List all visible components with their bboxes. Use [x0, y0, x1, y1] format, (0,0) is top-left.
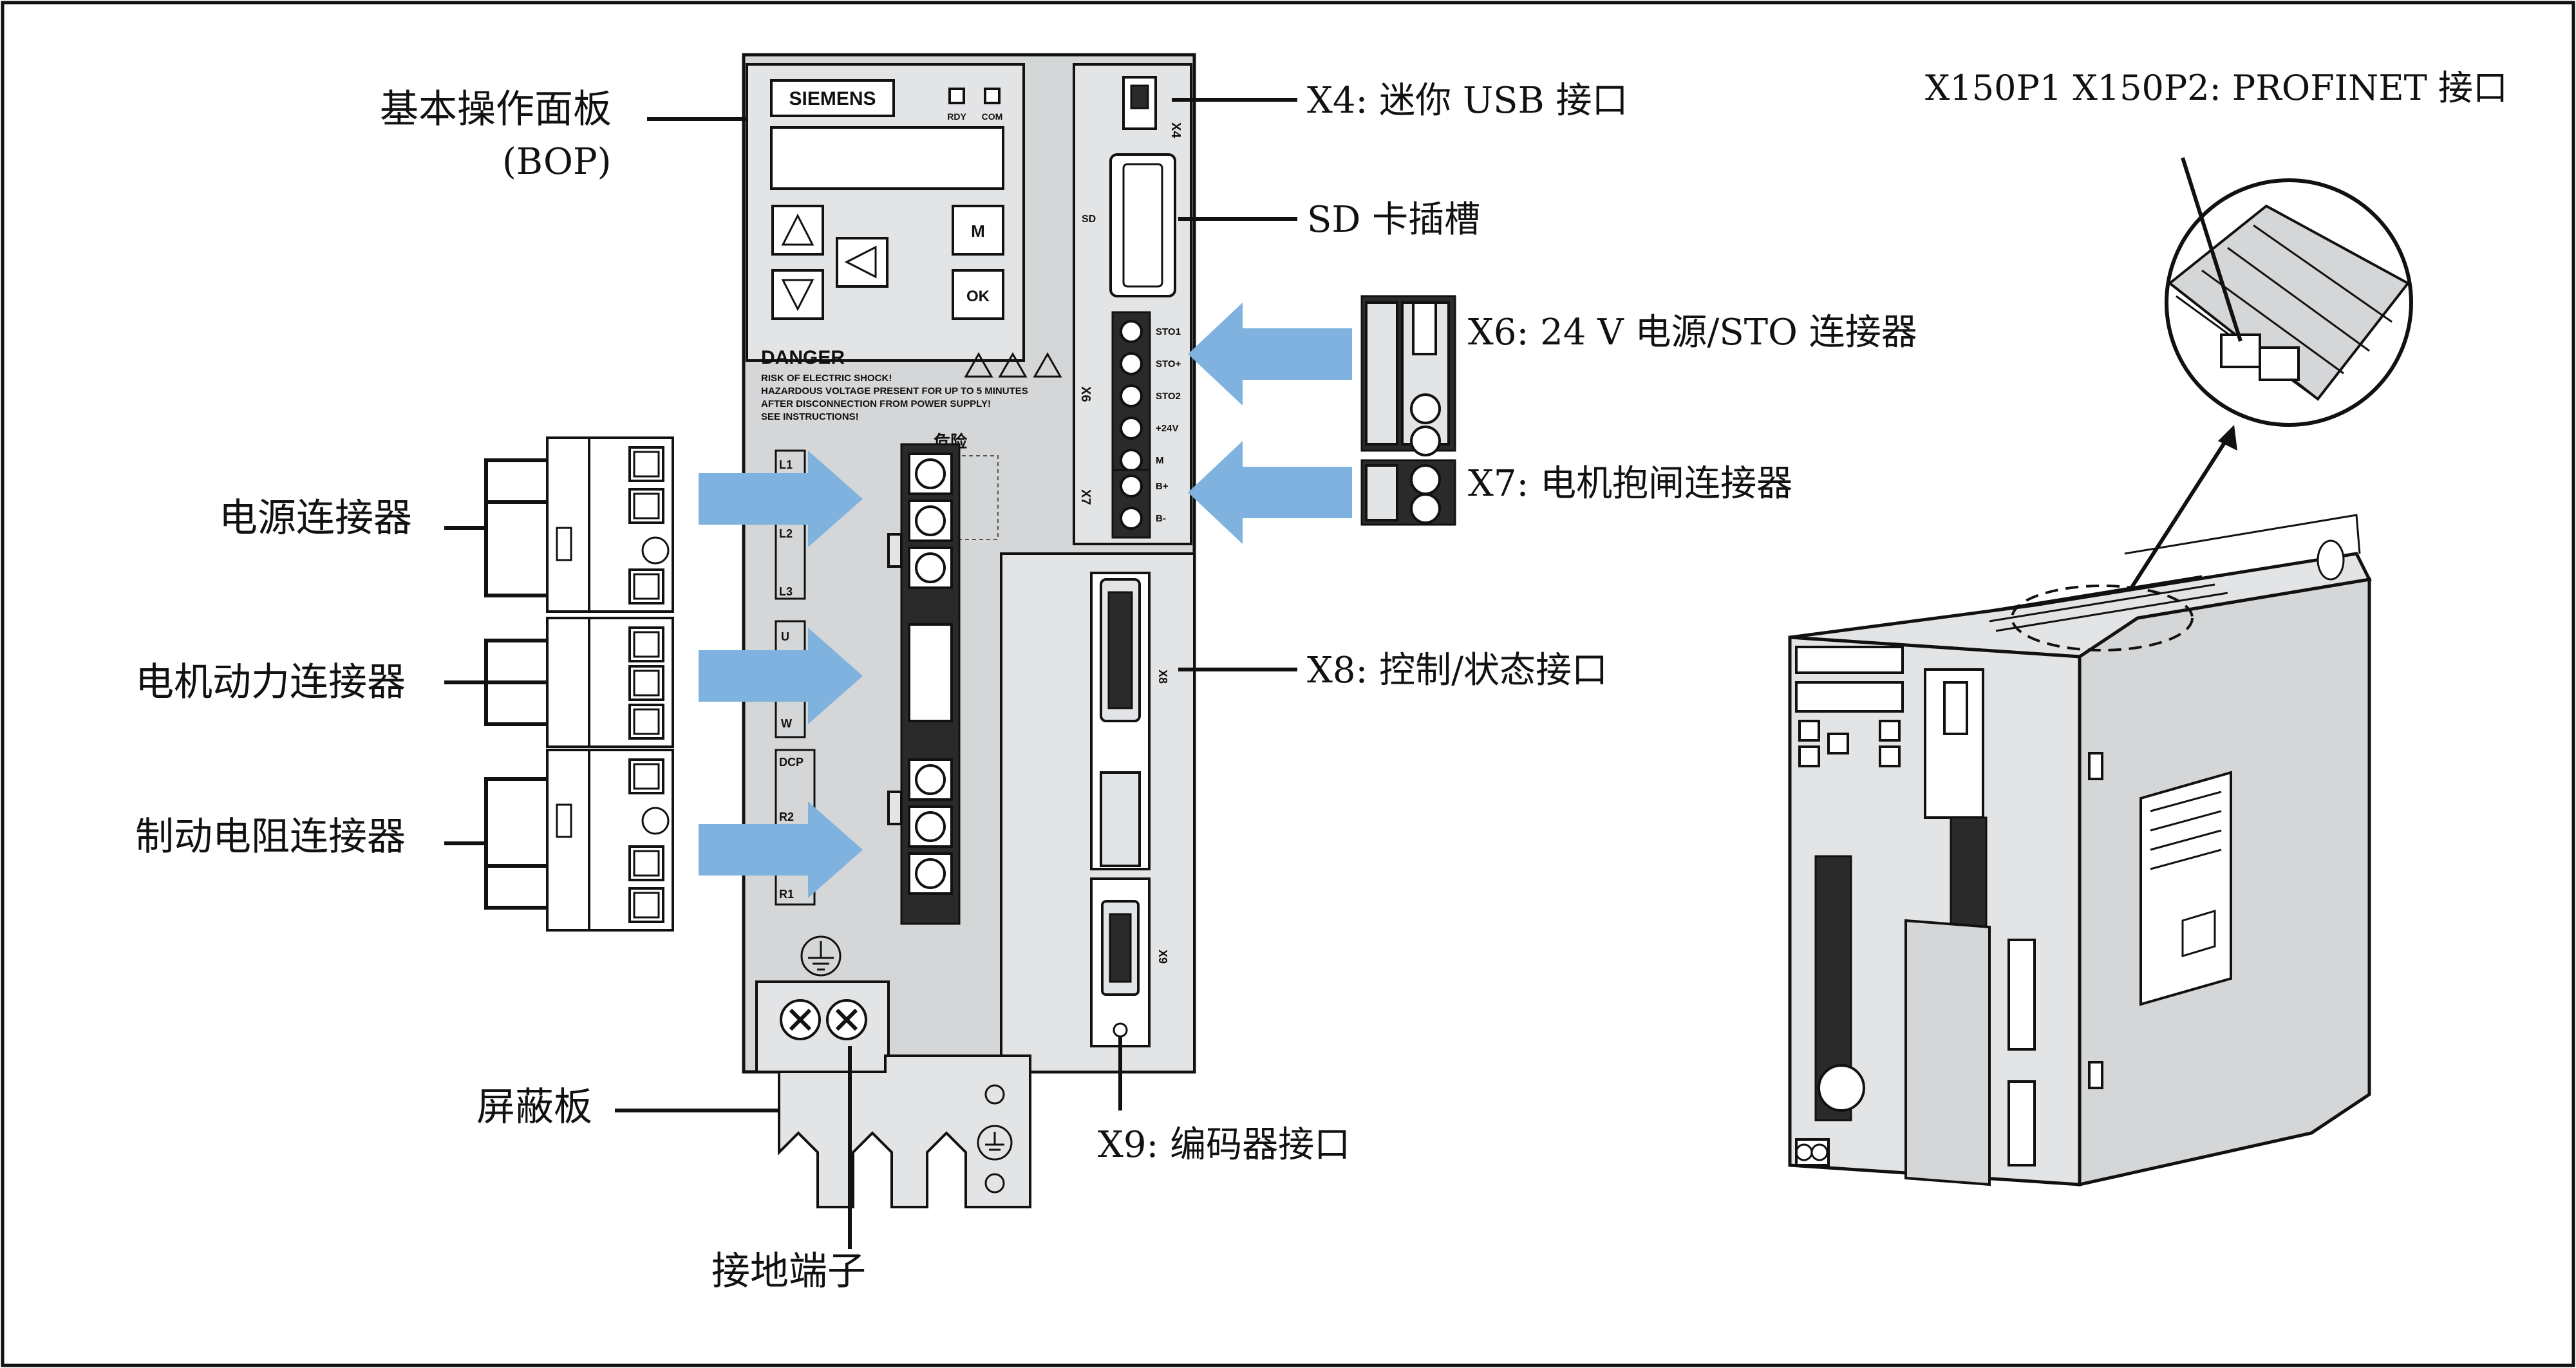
up-arrow-icon: [781, 213, 814, 246]
callout-brake-resistor: 制动电阻连接器: [135, 814, 406, 859]
x8-port-label: X8: [1156, 670, 1169, 684]
caution-icon: [1033, 351, 1062, 378]
brand-logo: SIEMENS: [789, 88, 876, 109]
danger-title: DANGER: [761, 347, 845, 368]
callout-motor: 电机动力连接器: [135, 660, 406, 705]
hot-surface-icon: [998, 351, 1028, 378]
term-r1: R1: [779, 888, 794, 901]
term-w: W: [781, 717, 792, 730]
profinet-zoom-circle: [2165, 178, 2413, 427]
danger-line-4: SEE INSTRUCTIONS!: [761, 411, 859, 422]
down-arrow-icon: [781, 279, 814, 312]
term-r2: R2: [779, 810, 794, 823]
x6-pin-sto-plus: STO+: [1156, 359, 1181, 370]
callout-x7: X7: 电机抱闸连接器: [1468, 463, 1792, 505]
drive-isometric-view: [1788, 157, 2413, 1187]
iso-display: [1795, 681, 1904, 713]
callout-power: 电源连接器: [219, 496, 412, 541]
x150p2-port[interactable]: [2259, 346, 2300, 381]
insert-arrows-right: [1188, 303, 1352, 544]
rating-plate: [2139, 771, 2232, 1006]
x9-port-label: X9: [1156, 950, 1169, 964]
term-dcp: DCP: [779, 756, 804, 769]
leader-lines: [615, 98, 1297, 1249]
drive-front-view: SIEMENS RDY COM M OK DANGER RISK OF ELEC…: [742, 53, 1196, 1208]
left-brackets: [444, 458, 547, 910]
callout-bop: 基本操作面板: [380, 87, 612, 132]
x7-pin-b-plus: B+: [1156, 481, 1169, 492]
up-button[interactable]: [771, 205, 824, 256]
brake-resistor-connector-plug: [546, 749, 674, 932]
danger-line-2: HAZARDOUS VOLTAGE PRESENT FOR UP TO 5 MI…: [761, 386, 1028, 397]
term-l2: L2: [779, 527, 793, 540]
m-button-label: M: [971, 221, 985, 241]
power-connector-plug: [546, 436, 674, 613]
m-button[interactable]: [952, 205, 1004, 256]
danger-cn-text-block: [933, 455, 999, 540]
callout-profinet: X150P1 X150P2: PROFINET 接口: [1925, 68, 2508, 108]
term-l3: L3: [779, 585, 793, 598]
warning-triangle-icon: [964, 351, 993, 378]
x7-plug: [1360, 459, 1456, 526]
led-com-label: COM: [982, 111, 1003, 122]
lower-right-ports: X8 X9: [1090, 572, 1169, 1047]
shield-plate: [755, 980, 1031, 1208]
callout-labels: 基本操作面板 (BOP) X4: 迷你 USB 接口 SD 卡插槽 X6: 24…: [135, 68, 2508, 1294]
bop-panel: SIEMENS RDY COM M OK: [746, 63, 1025, 362]
arrow-x6-icon: [1188, 303, 1352, 406]
danger-label: DANGER RISK OF ELECTRIC SHOCK! HAZARDOUS…: [761, 347, 1062, 540]
sd-slot-label: SD: [1082, 214, 1096, 225]
callout-sd: SD 卡插槽: [1307, 199, 1480, 241]
x6-plug: [1360, 295, 1456, 456]
x6-pin-24v: +24V: [1156, 423, 1178, 434]
callout-bop-abbr: (BOP): [502, 141, 611, 183]
arrow-x7-icon: [1188, 441, 1352, 544]
led-rdy: [948, 88, 965, 104]
arrow-brake-icon: [699, 801, 863, 898]
term-l1: L1: [779, 458, 793, 471]
term-u: U: [781, 630, 789, 643]
callout-ground: 接地端子: [711, 1249, 866, 1294]
insert-arrows-left: [699, 451, 863, 898]
x6-port-label: X6: [1078, 386, 1093, 402]
sd-card-slot[interactable]: [1109, 153, 1176, 297]
upper-right-ports: X4 SD STO1 STO+ STO2 +24V M X6 B+ B- X7: [1073, 63, 1192, 545]
x6-pin-sto1: STO1: [1156, 326, 1181, 337]
bop-display: [770, 126, 1004, 190]
motor-power-connector-plug: [546, 617, 674, 748]
led-com: [984, 88, 1001, 104]
siemens-logo-box: [770, 79, 895, 117]
callout-x6: X6: 24 V 电源/STO 连接器: [1468, 312, 1917, 353]
danger-line-3: AFTER DISCONNECTION FROM POWER SUPPLY!: [761, 398, 991, 409]
shield-plate-body: [778, 1054, 1031, 1208]
left-button[interactable]: [836, 237, 888, 288]
x7-port-label: X7: [1078, 489, 1093, 505]
callout-x8: X8: 控制/状态接口: [1307, 650, 1608, 691]
arrow-motor-icon: [699, 628, 863, 724]
down-button[interactable]: [771, 269, 824, 320]
highlight-ellipse: [2011, 585, 2194, 651]
ok-button[interactable]: [952, 269, 1004, 320]
ok-button-label: OK: [966, 288, 990, 305]
left-arrow-icon: [844, 245, 877, 279]
x6-pin-m: M: [1156, 455, 1164, 466]
danger-line-1: RISK OF ELECTRIC SHOCK!: [761, 373, 892, 384]
callout-x4: X4: 迷你 USB 接口: [1307, 80, 1628, 122]
callout-x9: X9: 编码器接口: [1098, 1124, 1350, 1166]
iso-brand-box: [1795, 646, 1904, 674]
arrow-power-icon: [699, 451, 863, 547]
callout-shield: 屏蔽板: [476, 1085, 592, 1130]
shield-ground-icon: [977, 1125, 1013, 1161]
main-terminal-block: [887, 443, 961, 925]
ground-symbol-icon: [800, 935, 841, 977]
x6-pin-sto2: STO2: [1156, 391, 1181, 402]
x7-pin-b-minus: B-: [1156, 513, 1166, 524]
led-rdy-label: RDY: [947, 111, 966, 122]
x4-port-label: X4: [1169, 122, 1183, 138]
